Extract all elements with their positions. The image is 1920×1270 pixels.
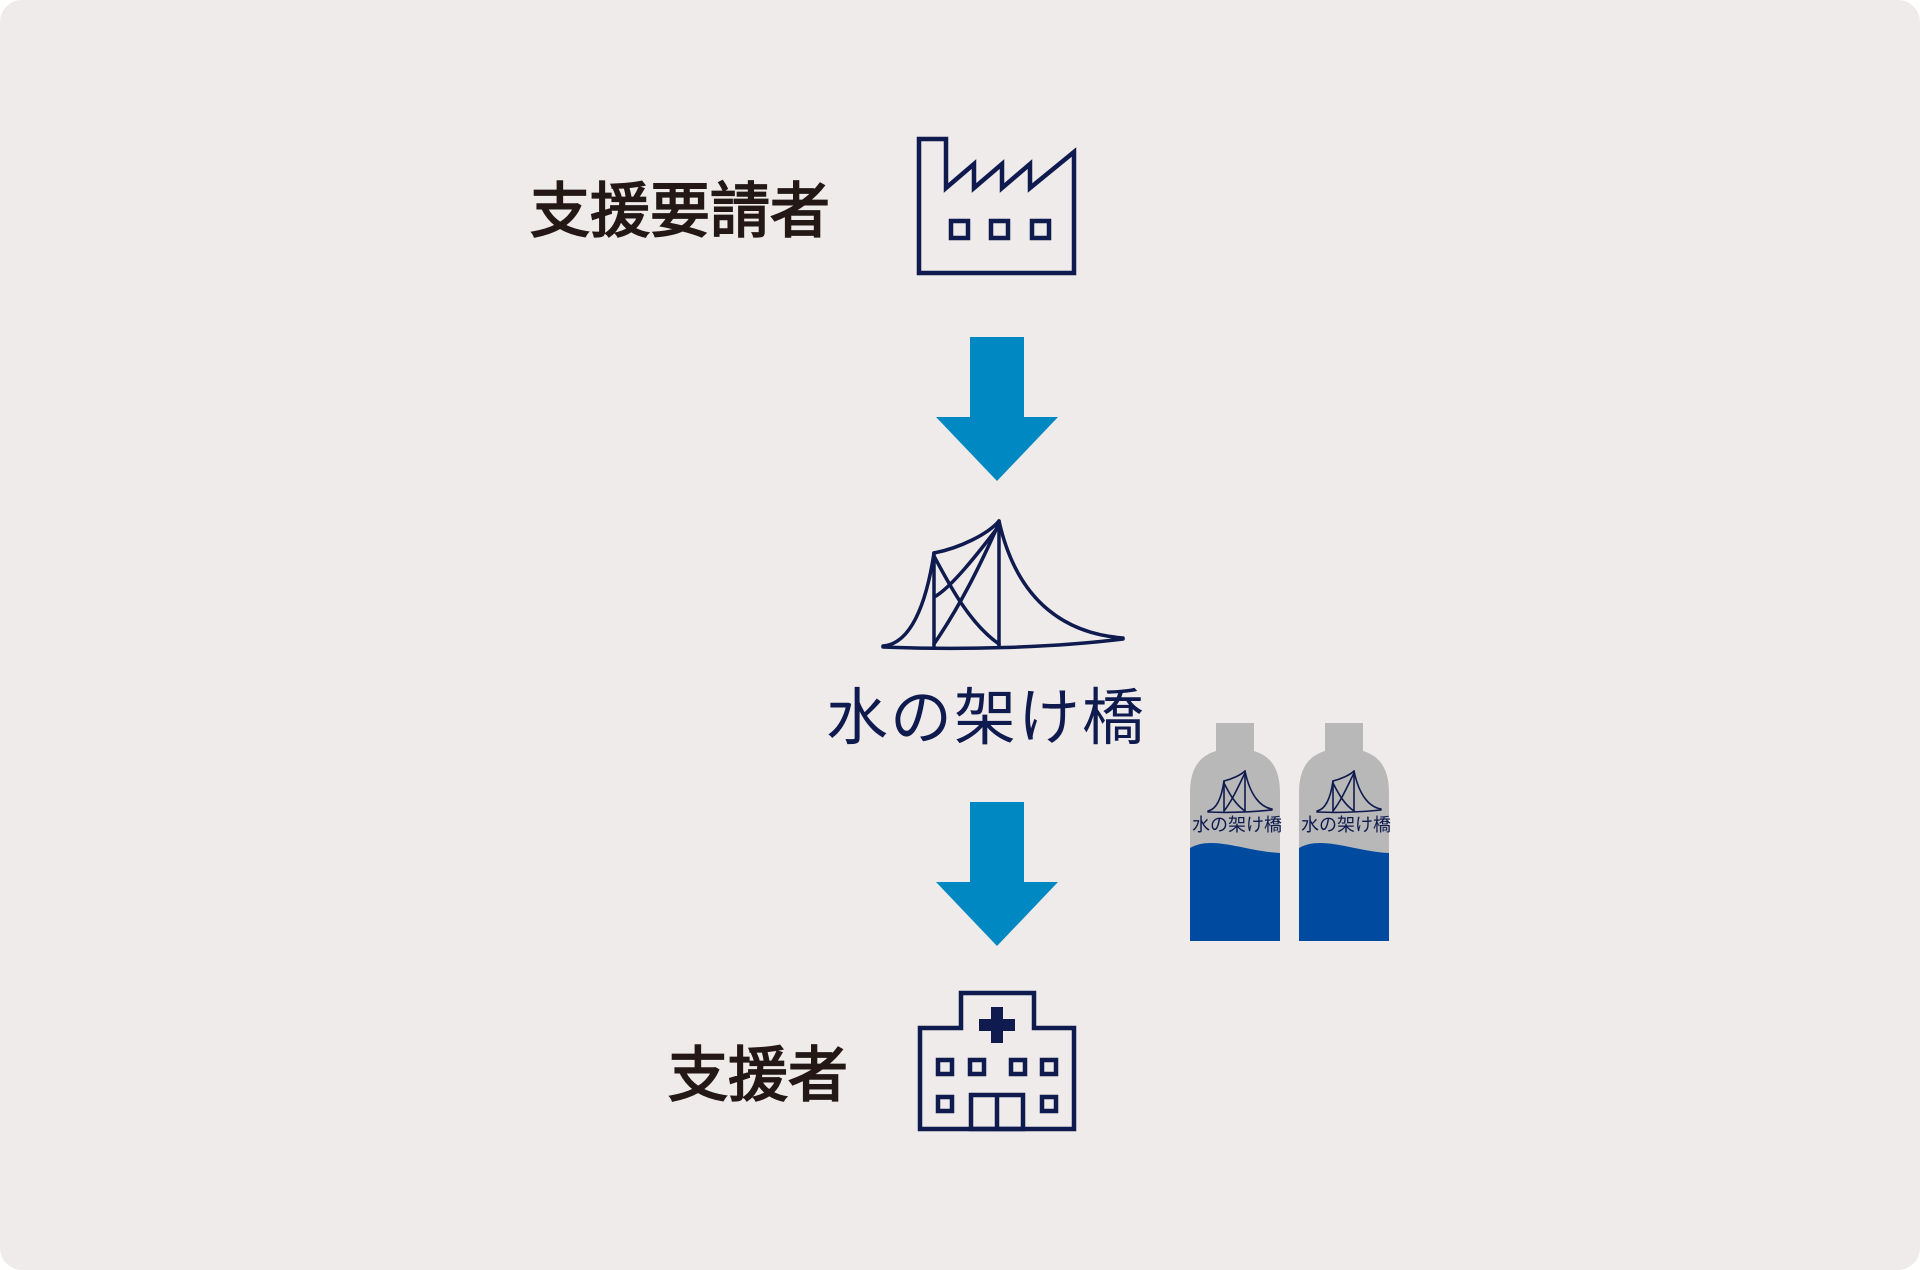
- brand-name: 水の架け橋: [826, 681, 1147, 754]
- water-bottle-icon-2: 水の架け橋: [1299, 723, 1391, 941]
- arrow-down-icon: [936, 337, 1058, 482]
- factory-icon: [916, 136, 1078, 276]
- arrow-down-icon-2: [936, 802, 1058, 947]
- water-bottle-icon: 水の架け橋: [1190, 723, 1282, 941]
- supporter-label: 支援者: [668, 1041, 848, 1111]
- hospital-icon: [917, 990, 1077, 1132]
- bridge-logo-icon: [880, 516, 1126, 652]
- requester-label: 支援要請者: [530, 177, 830, 247]
- bottle-label-text-2: 水の架け橋: [1301, 815, 1391, 836]
- bottle-label-text: 水の架け橋: [1192, 815, 1282, 836]
